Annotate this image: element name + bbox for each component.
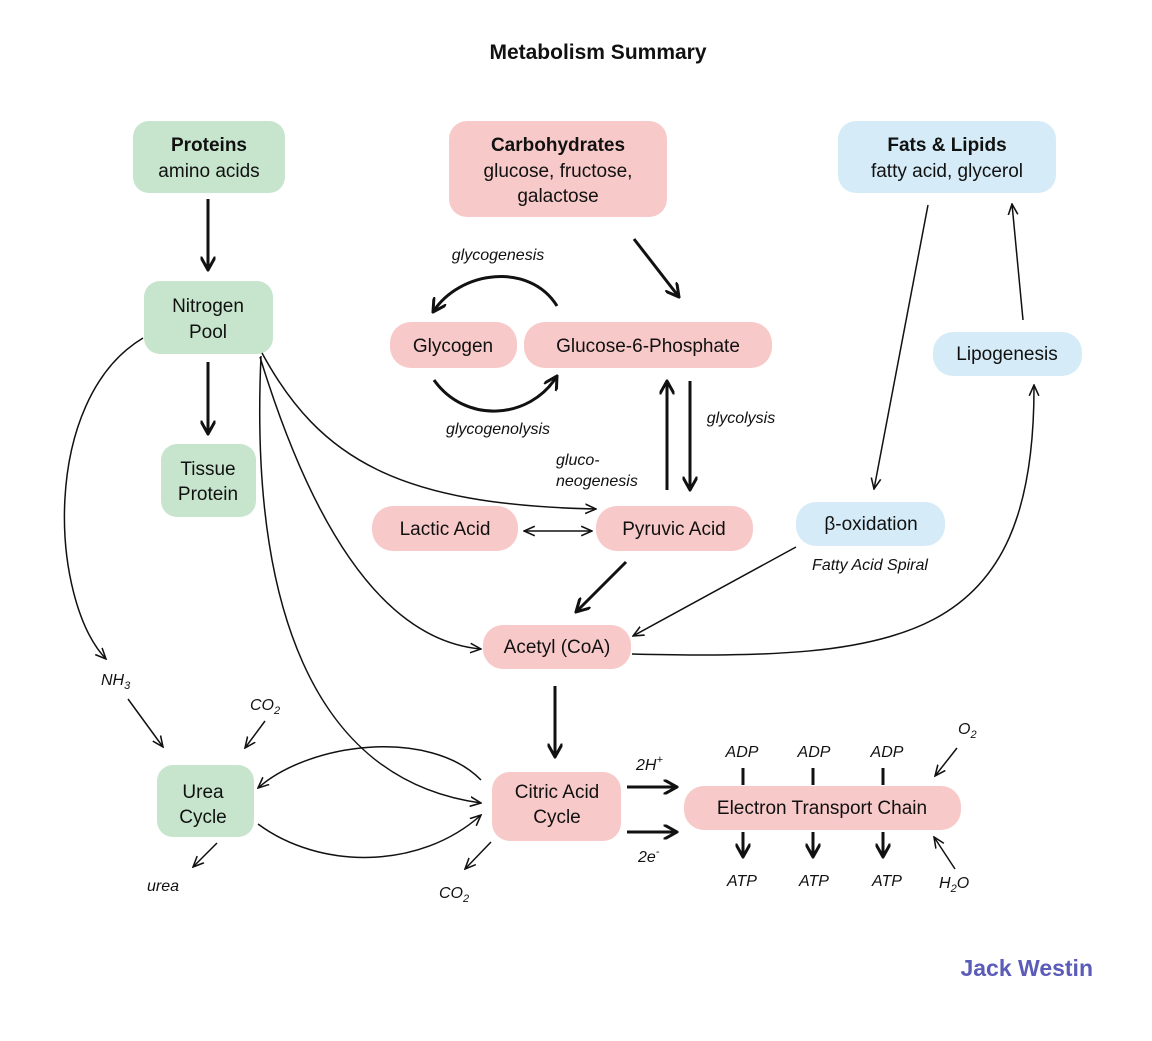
label-gluco: gluco-: [556, 452, 600, 469]
node-lactic-acid: Lactic Acid: [372, 506, 518, 551]
node-acetyl-coa: Acetyl (CoA): [483, 625, 631, 669]
brand-logo: Jack Westin: [960, 955, 1093, 981]
label-o2: O2: [958, 721, 977, 741]
citric-acid-cycle-line1: Citric Acid: [515, 782, 599, 803]
urea-cycle-line2: Cycle: [179, 807, 227, 828]
lactic-acid-label: Lactic Acid: [400, 519, 491, 540]
node-fats-lipids: Fats & Lipids fatty acid, glycerol: [838, 121, 1056, 193]
arrow-beta-oxidation-to-acetyl: [633, 546, 797, 636]
node-glucose-6-phosphate: Glucose-6-Phosphate: [524, 322, 772, 368]
thin-arrows: [63, 204, 1034, 870]
process-labels: glycogenesis glycogenolysis glycolysis g…: [101, 247, 977, 905]
carbohydrates-title: Carbohydrates: [491, 135, 625, 156]
arrow-acetyl-to-lipogenesis: [631, 385, 1034, 656]
arrow-urea-to-citric: [257, 815, 481, 859]
label-glycolysis: glycolysis: [707, 410, 775, 427]
arrow-pyruvic-to-acetyl: [576, 560, 628, 612]
arrow-citric-co2-out: [465, 841, 492, 869]
label-co2-urea: CO2: [250, 697, 280, 717]
pyruvic-acid-label: Pyruvic Acid: [622, 519, 725, 540]
arrow-citric-to-urea: [258, 746, 482, 788]
carbohydrates-subtitle-2: galactose: [517, 186, 598, 207]
tissue-protein-line1: Tissue: [180, 459, 235, 480]
fats-title: Fats & Lipids: [887, 135, 1006, 156]
arrow-o2-to-etc: [935, 747, 958, 776]
node-electron-transport-chain: Electron Transport Chain: [684, 786, 961, 830]
page-title: Metabolism Summary: [489, 41, 706, 64]
node-tissue-protein: Tissue Protein: [161, 444, 256, 517]
arrow-fats-to-beta-oxidation: [874, 204, 929, 489]
arrow-lipogenesis-to-fats: [1012, 204, 1024, 321]
label-glycogenolysis: glycogenolysis: [446, 421, 550, 438]
label-nh3: NH3: [101, 672, 131, 692]
label-adp-2: ADP: [797, 744, 831, 761]
label-2h-plus: 2H+: [635, 754, 663, 774]
arrow-nitrogen-to-citric: [258, 355, 481, 803]
label-atp-3: ATP: [871, 873, 902, 890]
label-fatty-acid-spiral: Fatty Acid Spiral: [812, 557, 928, 574]
node-proteins: Proteins amino acids: [133, 121, 285, 193]
node-carbohydrates: Carbohydrates glucose, fructose, galacto…: [449, 121, 667, 217]
nitrogen-pool-line1: Nitrogen: [172, 296, 244, 317]
arrow-nitrogen-to-nh3: [63, 337, 144, 659]
carbohydrates-subtitle-1: glucose, fructose,: [484, 161, 633, 182]
label-glycogenesis: glycogenesis: [452, 247, 545, 264]
label-atp-1: ATP: [726, 873, 757, 890]
proteins-subtitle: amino acids: [158, 161, 259, 182]
arrow-nh3-to-urea: [127, 698, 163, 747]
arrow-etc-to-h2o: [934, 837, 956, 870]
fats-subtitle: fatty acid, glycerol: [871, 161, 1023, 182]
arrow-co2-to-urea: [245, 720, 266, 748]
node-lipogenesis: Lipogenesis: [933, 332, 1082, 376]
nitrogen-pool-line2: Pool: [189, 322, 227, 343]
node-pyruvic-acid: Pyruvic Acid: [596, 506, 753, 551]
glycogen-label: Glycogen: [413, 336, 493, 357]
arrow-nitrogen-to-pyruvic: [261, 352, 596, 509]
lipogenesis-label: Lipogenesis: [956, 344, 1057, 365]
node-nitrogen-pool: Nitrogen Pool: [144, 281, 273, 354]
arrow-nitrogen-to-acetyl: [259, 356, 481, 649]
thick-arrows: [208, 199, 883, 857]
arrow-glycogenesis: [433, 275, 559, 312]
arrow-glycogenolysis: [432, 376, 557, 413]
node-glycogen: Glycogen: [390, 322, 517, 368]
label-2e-minus: 2e-: [637, 846, 660, 866]
node-beta-oxidation: β-oxidation: [796, 502, 945, 546]
electron-transport-chain-label: Electron Transport Chain: [717, 798, 927, 819]
label-adp-3: ADP: [870, 744, 904, 761]
node-citric-acid-cycle: Citric Acid Cycle: [492, 772, 621, 841]
glucose-6-phosphate-label: Glucose-6-Phosphate: [556, 336, 740, 357]
arrow-carbohydrates-to-g6p: [632, 238, 679, 297]
tissue-protein-line2: Protein: [178, 484, 238, 505]
urea-cycle-line1: Urea: [182, 782, 224, 803]
label-adp-1: ADP: [725, 744, 759, 761]
beta-oxidation-label: β-oxidation: [824, 514, 917, 535]
arrow-urea-out: [193, 842, 218, 867]
label-urea: urea: [147, 878, 179, 895]
label-h2o: H2O: [939, 875, 969, 895]
proteins-title: Proteins: [171, 135, 247, 156]
label-neogenesis: neogenesis: [556, 473, 638, 490]
acetyl-coa-label: Acetyl (CoA): [504, 637, 611, 658]
node-urea-cycle: Urea Cycle: [157, 765, 254, 837]
label-co2-citric: CO2: [439, 885, 469, 905]
label-atp-2: ATP: [798, 873, 829, 890]
citric-acid-cycle-line2: Cycle: [533, 807, 581, 828]
